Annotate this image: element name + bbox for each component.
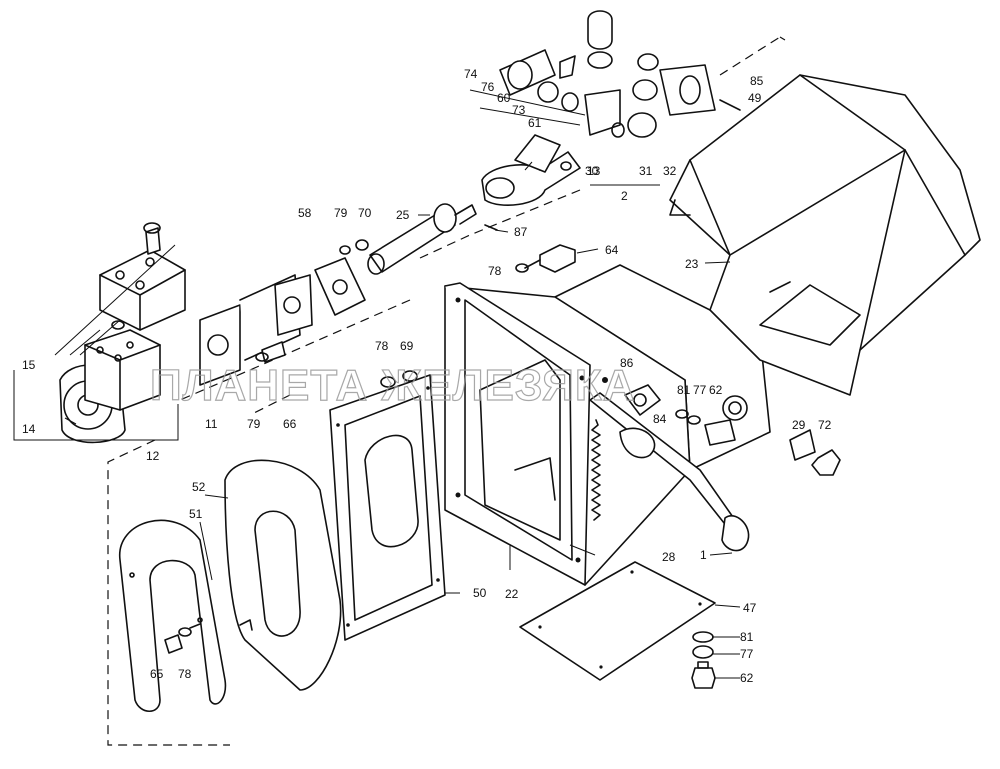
label-60: 60: [497, 91, 511, 105]
label-78c: 78: [178, 667, 192, 681]
label-65: 65: [150, 667, 164, 681]
bolt-81-77-62: [675, 409, 736, 446]
gasket-50: [329, 374, 446, 641]
label-14: 14: [22, 422, 36, 436]
label-61: 61: [528, 116, 542, 130]
label-72: 72: [818, 418, 832, 432]
label-25: 25: [396, 208, 410, 222]
label-49: 49: [748, 91, 762, 105]
label-31: 31: [639, 164, 653, 178]
bracket-lines: [13, 184, 660, 441]
label-1: 1: [700, 548, 707, 562]
label-32: 32: [663, 164, 677, 178]
washers-78-69: [380, 370, 418, 388]
return-spring: [591, 419, 601, 521]
label-79a: 79: [334, 206, 348, 220]
shaft-25: [367, 203, 498, 275]
label-62a: 62: [709, 383, 723, 397]
gasket-52: [224, 459, 342, 691]
label-87: 87: [514, 225, 528, 239]
watermark-text: ПЛАНЕТА ЖЕЛЕЗЯКА: [150, 361, 636, 410]
label-22: 22: [505, 587, 519, 601]
label-73: 73: [512, 103, 526, 117]
hydraulic-unit: [59, 222, 186, 444]
universal-joint: [499, 10, 741, 138]
label-81b: 81: [740, 630, 754, 644]
label-13: 13: [587, 164, 601, 178]
label-11: 11: [205, 417, 218, 431]
label-51: 51: [189, 507, 203, 521]
label-86: 86: [620, 356, 634, 370]
label-78a: 78: [375, 339, 389, 353]
label-62b: 62: [740, 671, 754, 685]
label-58: 58: [298, 206, 312, 220]
label-29: 29: [792, 418, 806, 432]
label-84: 84: [653, 412, 667, 426]
label-77a: 77: [693, 383, 707, 397]
label-64: 64: [605, 243, 619, 257]
label-47: 47: [743, 601, 757, 615]
label-2: 2: [621, 189, 628, 203]
part-labels: 1 2 11 12 13 14 15 22 23 25 28 29 30 31 …: [22, 67, 832, 685]
pedal-lever: [589, 392, 750, 552]
label-50: 50: [473, 586, 487, 600]
label-12: 12: [146, 449, 160, 463]
pedal-cover: [669, 74, 981, 396]
pedal-housing: [444, 264, 771, 586]
label-23: 23: [685, 257, 699, 271]
gasket-51: [119, 519, 227, 713]
label-74: 74: [464, 67, 478, 81]
bolt-29-72: [789, 429, 841, 476]
flange-58: [314, 239, 369, 316]
label-76: 76: [481, 80, 495, 94]
label-70: 70: [358, 206, 372, 220]
label-15: 15: [22, 358, 36, 372]
label-69: 69: [400, 339, 414, 353]
screw-65-78: [164, 623, 201, 654]
bottom-plate: [519, 561, 716, 689]
label-79b: 79: [247, 417, 261, 431]
label-66: 66: [283, 417, 297, 431]
bolt-66-79: [255, 341, 286, 363]
label-52: 52: [192, 480, 206, 494]
label-30: 30: [585, 164, 599, 178]
lever-30: [481, 134, 581, 206]
leader-lines: [64, 89, 741, 679]
bolt-64: [515, 244, 576, 273]
label-77b: 77: [740, 647, 754, 661]
label-78b: 78: [488, 264, 502, 278]
label-85: 85: [750, 74, 764, 88]
label-28: 28: [662, 550, 676, 564]
label-81a: 81: [677, 383, 691, 397]
assembly-dashed-lines: [107, 36, 786, 746]
